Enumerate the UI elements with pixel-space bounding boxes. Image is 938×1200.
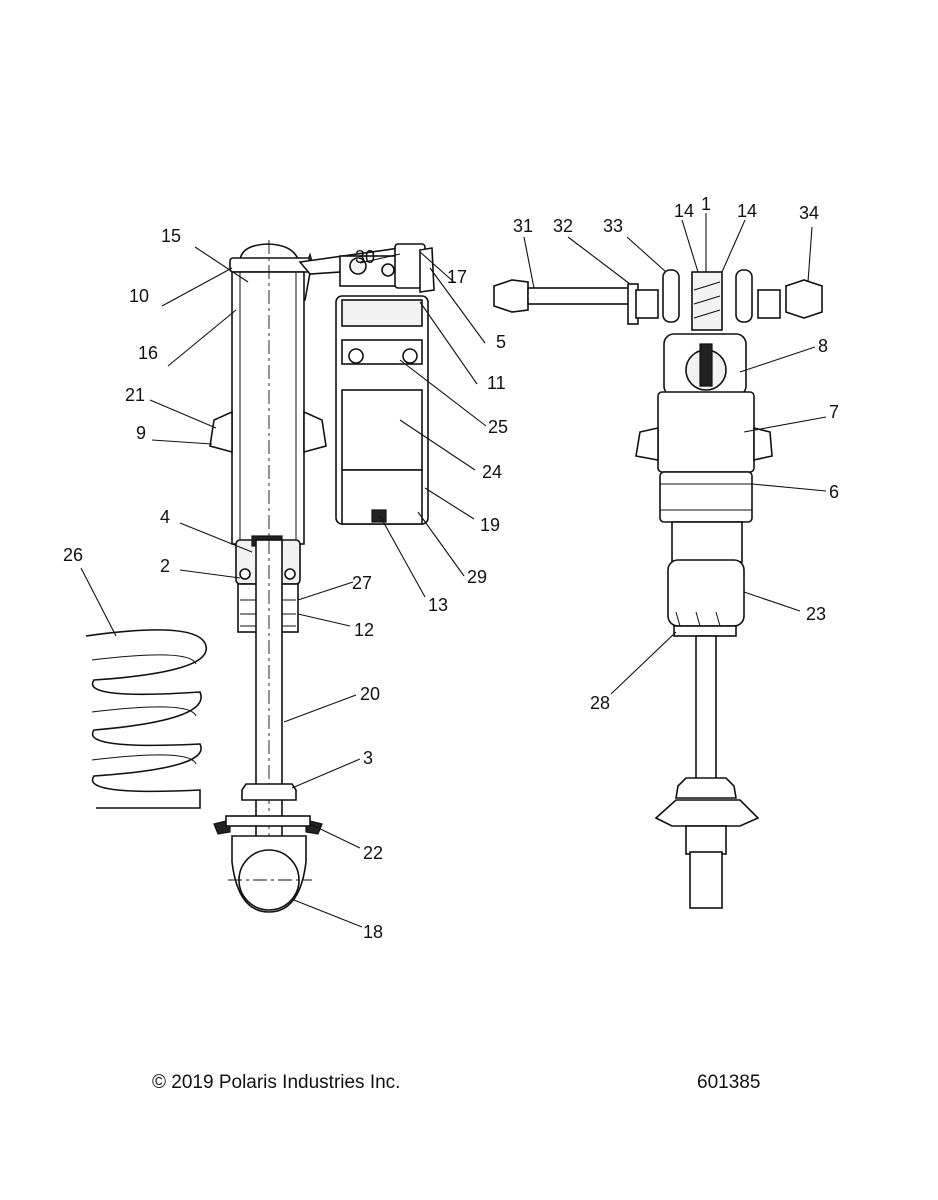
callout-3: 3 xyxy=(363,748,373,768)
callout-23: 23 xyxy=(806,604,826,624)
callout-28: 28 xyxy=(590,693,610,713)
callout-7: 7 xyxy=(829,402,839,422)
callout-17: 17 xyxy=(447,267,467,287)
leader-lines xyxy=(80,213,827,928)
coil-spring xyxy=(85,629,207,809)
callout-27: 27 xyxy=(352,573,372,593)
copyright-notice: © 2019 Polaris Industries Inc. xyxy=(152,1072,401,1093)
callout-29: 29 xyxy=(467,567,487,587)
callout-18: 18 xyxy=(363,922,383,942)
callout-20: 20 xyxy=(360,684,380,704)
callout-13: 13 xyxy=(428,595,448,615)
callout-24: 24 xyxy=(482,462,502,482)
callout-32: 32 xyxy=(553,216,573,236)
callout-10: 10 xyxy=(129,286,149,306)
drawing-number: 601385 xyxy=(697,1072,761,1093)
callout-19: 19 xyxy=(480,515,500,535)
callout-6: 6 xyxy=(829,482,839,502)
callout-9: 9 xyxy=(136,423,146,443)
callout-14b: 14 xyxy=(737,201,757,221)
callout-31: 31 xyxy=(513,216,533,236)
reservoir-section xyxy=(335,243,435,525)
callout-26: 26 xyxy=(63,545,83,565)
callout-25: 25 xyxy=(488,417,508,437)
shock-section-view xyxy=(209,240,412,913)
callout-labels: 1 2 3 4 5 6 7 8 9 10 11 12 13 14 14 15 1… xyxy=(63,194,839,942)
callout-2: 2 xyxy=(160,556,170,576)
callout-4: 4 xyxy=(160,507,170,527)
callout-14a: 14 xyxy=(674,201,694,221)
callout-8: 8 xyxy=(818,336,828,356)
callout-21: 21 xyxy=(125,385,145,405)
callout-11: 11 xyxy=(487,373,506,393)
callout-22: 22 xyxy=(363,843,383,863)
callout-16: 16 xyxy=(138,343,158,363)
callout-34: 34 xyxy=(799,203,819,223)
callout-33: 33 xyxy=(603,216,623,236)
callout-30: 30 xyxy=(355,247,375,267)
callout-12: 12 xyxy=(354,620,374,640)
shock-exterior-view xyxy=(493,269,823,909)
callout-1: 1 xyxy=(701,194,711,214)
callout-15: 15 xyxy=(161,226,181,246)
callout-5: 5 xyxy=(496,332,506,352)
